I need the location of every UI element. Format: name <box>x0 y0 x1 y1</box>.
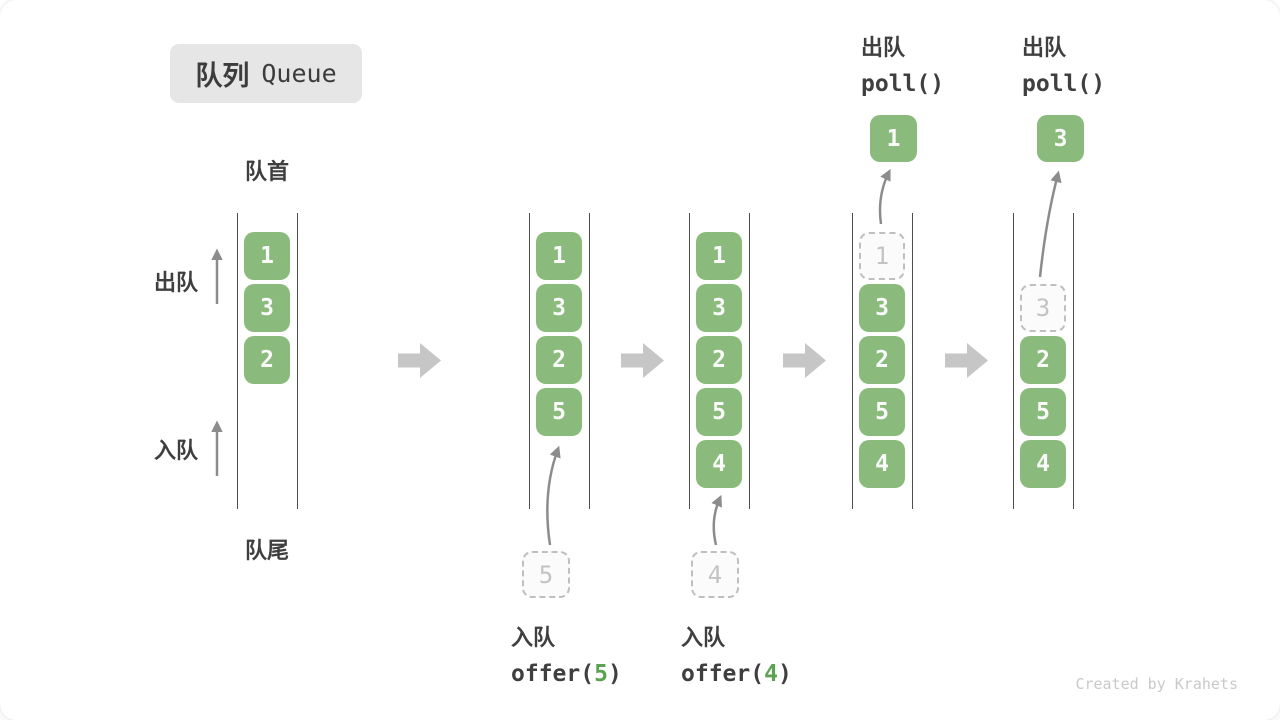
incoming-value-box: 4 <box>691 551 739 598</box>
queue-cell: 3 <box>696 284 742 332</box>
queue-cell: 4 <box>696 440 742 488</box>
caption-code: offer(4) <box>681 661 792 687</box>
caption-offer-4: 入队 offer(4) <box>681 620 792 687</box>
queue-cell: 4 <box>859 440 905 488</box>
caption-code: offer(5) <box>511 661 622 687</box>
queue-cell-ghost: 3 <box>1020 284 1066 332</box>
top-label-code: poll() <box>861 71 945 97</box>
top-label-action: 出队 <box>861 35 906 60</box>
queue-cell: 3 <box>859 284 905 332</box>
queue-stage-4: 1 3 2 5 4 <box>852 213 913 509</box>
label-queue-rear: 队尾 <box>244 538 289 563</box>
queue-stage-3: 1 3 2 5 4 <box>689 213 750 509</box>
label-queue-front: 队首 <box>244 159 289 184</box>
outgoing-value-box: 3 <box>1037 115 1084 162</box>
incoming-value-box: 5 <box>522 551 570 598</box>
title-en: Queue <box>261 59 337 88</box>
queue-cell: 5 <box>536 388 582 436</box>
queue-cell: 4 <box>1020 440 1066 488</box>
label-enqueue: 入队 <box>153 438 198 463</box>
label-poll-1: 出队 poll() <box>861 30 944 97</box>
caption-action: 入队 <box>511 625 556 650</box>
next-step-arrow-1 <box>398 343 441 378</box>
queue-cell: 2 <box>536 336 582 384</box>
queue-stage-5: 3 2 5 4 <box>1013 213 1074 509</box>
queue-cell: 1 <box>244 232 290 280</box>
title-zh: 队列 <box>195 61 250 91</box>
caption-offer-5: 入队 offer(5) <box>511 620 622 687</box>
code-argument: 5 <box>594 661 608 687</box>
queue-cell: 5 <box>1020 388 1066 436</box>
queue-cell: 3 <box>244 284 290 332</box>
queue-cell-ghost: 1 <box>859 232 905 280</box>
top-label-action: 出队 <box>1022 35 1067 60</box>
queue-cell: 1 <box>696 232 742 280</box>
queue-cell: 1 <box>536 232 582 280</box>
queue-cell: 2 <box>1020 336 1066 384</box>
queue-cell: 5 <box>859 388 905 436</box>
next-step-arrow-3 <box>783 343 826 378</box>
code-argument: 4 <box>764 661 778 687</box>
top-label-code: poll() <box>1022 71 1106 97</box>
next-step-arrow-4 <box>945 343 988 378</box>
queue-cell: 5 <box>696 388 742 436</box>
queue-cell: 2 <box>696 336 742 384</box>
label-dequeue: 出队 <box>153 270 198 295</box>
title-box: 队列 Queue <box>170 44 362 103</box>
queue-cell: 2 <box>244 336 290 384</box>
queue-stage-2: 1 3 2 5 <box>529 213 590 509</box>
outgoing-value-box: 1 <box>870 115 917 162</box>
caption-action: 入队 <box>681 625 726 650</box>
queue-stage-1: 1 3 2 <box>237 213 298 509</box>
label-poll-2: 出队 poll() <box>1022 30 1105 97</box>
queue-cell: 2 <box>859 336 905 384</box>
queue-cell: 3 <box>536 284 582 332</box>
watermark: Created by Krahets <box>1075 675 1238 693</box>
next-step-arrow-2 <box>621 343 664 378</box>
